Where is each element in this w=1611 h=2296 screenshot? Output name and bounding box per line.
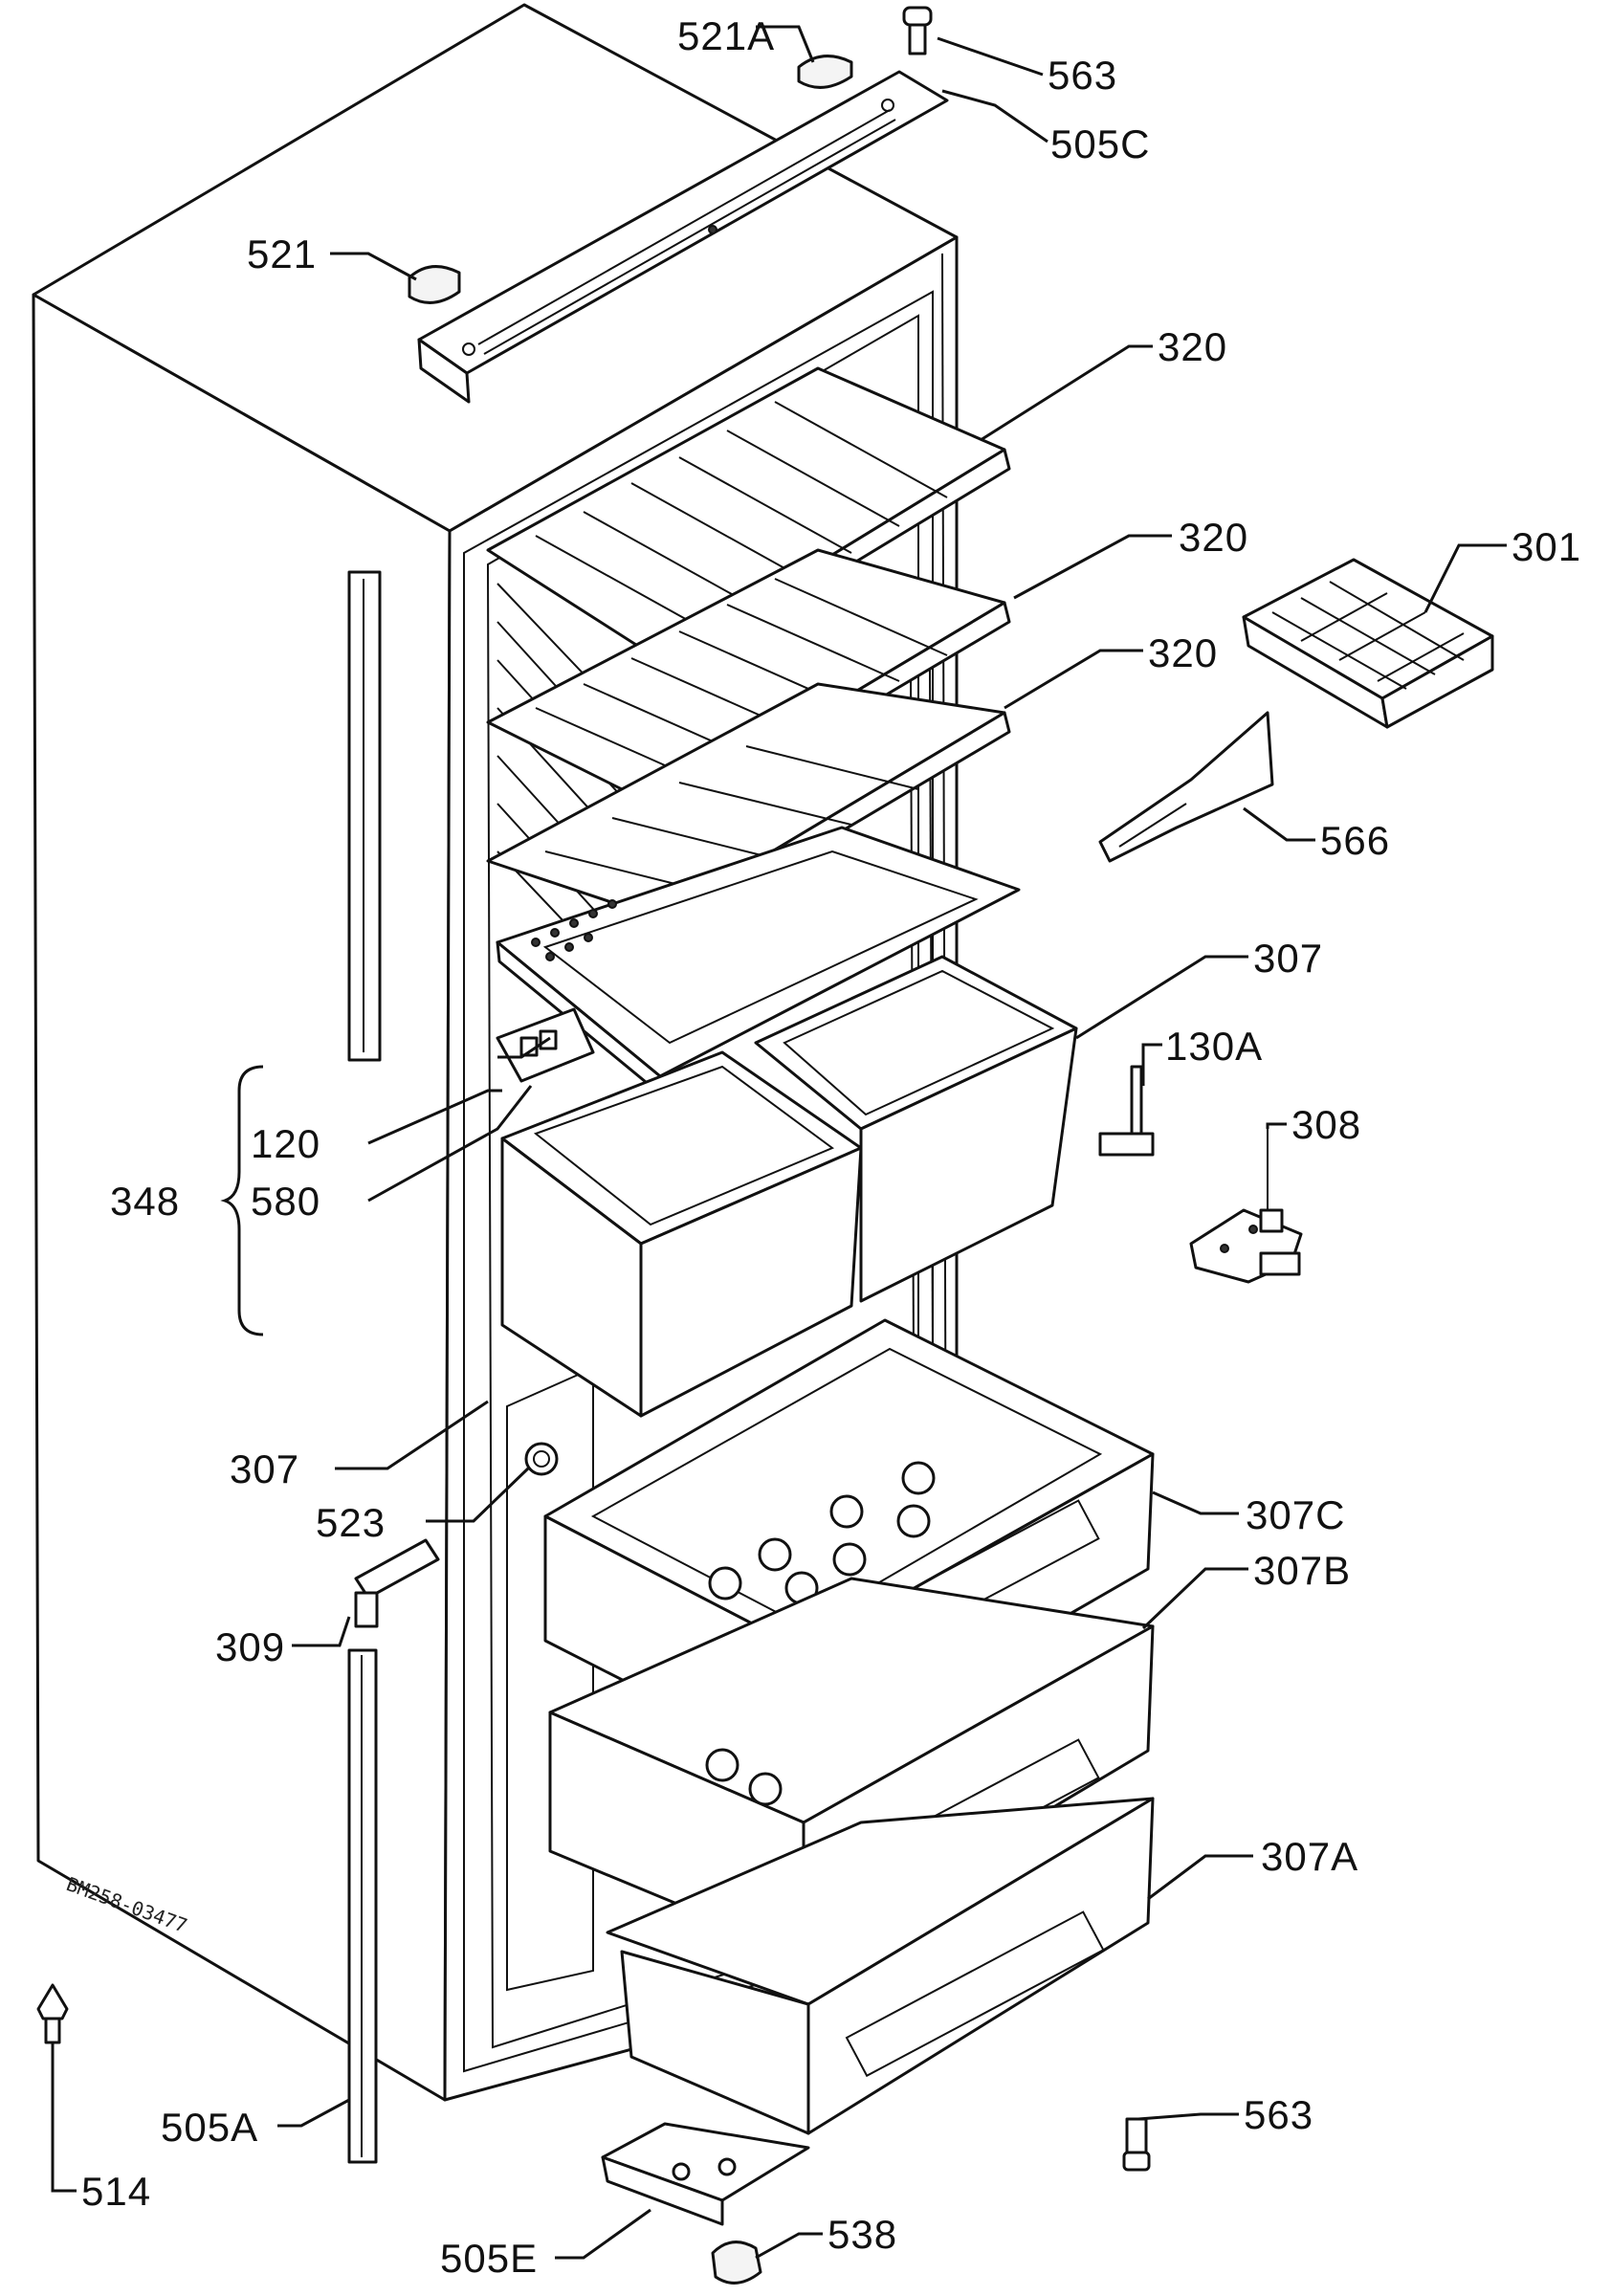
label-307b: 307B xyxy=(1253,1548,1351,1593)
label-307a: 307A xyxy=(1261,1834,1358,1879)
cap-521a xyxy=(797,55,853,89)
label-566: 566 xyxy=(1320,818,1390,863)
leader-lines xyxy=(51,25,1507,2260)
bracket-130a xyxy=(1098,1065,1155,1157)
label-320-a: 320 xyxy=(1158,324,1227,369)
screw-563-top xyxy=(902,6,933,55)
label-538: 538 xyxy=(828,2212,897,2257)
label-505e: 505E xyxy=(440,2236,538,2281)
screw-563-bottom xyxy=(1122,2117,1151,2172)
label-580: 580 xyxy=(251,1179,320,1224)
label-523: 523 xyxy=(316,1500,386,1545)
label-348: 348 xyxy=(110,1179,180,1224)
box-307-back-right xyxy=(754,955,1078,1303)
cap-538 xyxy=(711,2241,762,2285)
label-505a: 505A xyxy=(161,2105,258,2150)
plug-523 xyxy=(524,1442,559,1476)
callout-labels: 521A 563 505C 521 320 320 320 301 566 30… xyxy=(81,13,1581,2281)
gasket-505a xyxy=(347,1648,378,2164)
label-307-top: 307 xyxy=(1253,936,1323,981)
top-hinge-bar-505c xyxy=(417,70,949,404)
label-307c: 307C xyxy=(1246,1492,1345,1537)
label-563-bottom: 563 xyxy=(1244,2092,1313,2137)
label-307-left: 307 xyxy=(230,1446,299,1491)
drawer-307a xyxy=(606,1797,1155,2135)
label-320-b: 320 xyxy=(1179,515,1248,560)
label-514: 514 xyxy=(81,2169,151,2214)
foot-514 xyxy=(36,1983,69,2044)
label-309: 309 xyxy=(215,1624,285,1669)
label-521: 521 xyxy=(247,232,317,276)
bottom-hinge-505e xyxy=(601,2122,810,2226)
label-521a: 521A xyxy=(677,13,775,58)
label-505c: 505C xyxy=(1050,121,1150,166)
hinge-308 xyxy=(1189,1129,1303,1284)
label-563-top: 563 xyxy=(1048,53,1117,98)
label-130a: 130A xyxy=(1165,1024,1263,1069)
label-308: 308 xyxy=(1291,1102,1361,1147)
label-320-c: 320 xyxy=(1148,630,1218,675)
left-hinge-strip xyxy=(347,570,382,1062)
label-120: 120 xyxy=(251,1121,320,1166)
ice-tray-301 xyxy=(1242,558,1494,729)
box-307-front-left xyxy=(500,1050,863,1418)
cap-521 xyxy=(408,265,461,304)
label-301: 301 xyxy=(1512,524,1581,569)
clip-309 xyxy=(354,1538,440,1628)
scraper-566 xyxy=(1098,711,1274,863)
